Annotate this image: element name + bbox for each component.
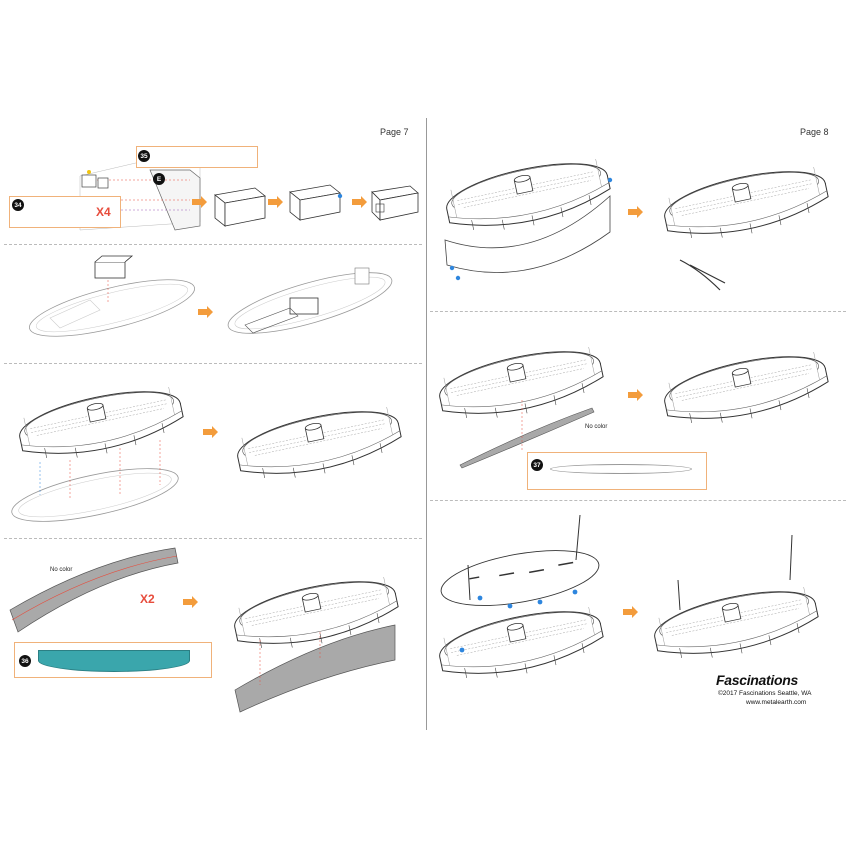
step7-illustration — [434, 514, 823, 691]
part-34-frame — [9, 196, 121, 228]
brand-logo: Fascinations — [716, 672, 798, 688]
page-7-label: Page 7 — [380, 127, 409, 137]
website-url: www.metalearth.com — [746, 699, 807, 706]
step5-illustration — [441, 151, 833, 291]
step6-no-color-note: No color — [585, 424, 608, 430]
part-36-shape — [38, 650, 190, 672]
step-divider — [430, 311, 846, 312]
step4-no-color-note: No color — [50, 567, 73, 573]
step-divider — [4, 363, 422, 364]
page-divider — [426, 118, 427, 730]
step4-multiplier: X2 — [140, 592, 155, 606]
step-divider — [4, 244, 422, 245]
step3-illustration — [7, 379, 406, 533]
part-35-frame — [136, 146, 258, 168]
step2-illustration — [24, 255, 398, 349]
part-34-badge: 34 — [12, 199, 24, 211]
part-37-shape — [550, 464, 692, 474]
step-divider — [430, 500, 846, 501]
page-8-label: Page 8 — [800, 127, 829, 137]
part-36-badge: 36 — [19, 655, 31, 667]
copyright-text: ©2017 Fascinations Seattle, WA — [718, 690, 812, 697]
part-37-badge: 37 — [531, 459, 543, 471]
marker-e-badge: E — [153, 173, 165, 185]
step4-illustration — [9, 547, 403, 713]
step6-illustration — [434, 339, 833, 469]
step1-multiplier: X4 — [96, 205, 111, 219]
step1-parts — [79, 147, 419, 231]
part-35-badge: 35 — [138, 150, 150, 162]
step-divider — [4, 538, 422, 539]
